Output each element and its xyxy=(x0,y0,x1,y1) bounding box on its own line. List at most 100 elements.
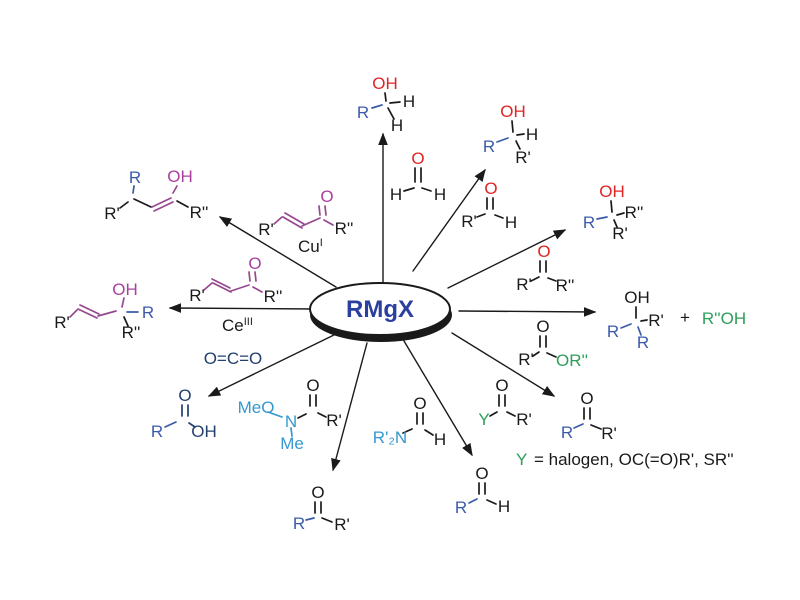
atom-label: H xyxy=(434,185,446,204)
atom-label: H xyxy=(390,185,402,204)
bond xyxy=(403,187,415,192)
bond xyxy=(297,413,307,419)
atom-label: MeO xyxy=(238,398,275,417)
arrow-to-secondary-alcohol xyxy=(412,168,486,272)
atom-label: OH xyxy=(191,422,217,441)
atom-label: H xyxy=(391,116,403,135)
bond xyxy=(389,101,401,104)
bond xyxy=(468,498,478,504)
atom-label: R' xyxy=(104,204,120,223)
structure-enol-product: R OH R' R'' xyxy=(104,167,208,223)
atom-label: R xyxy=(483,137,495,156)
atom-label: R xyxy=(583,213,595,232)
atom-label: H xyxy=(505,213,517,232)
structure-weinreb-ketone-product: O R R' xyxy=(293,483,350,534)
bond xyxy=(640,319,648,322)
atom-label: R'' xyxy=(264,287,283,306)
bond xyxy=(119,201,129,209)
atom-label: R'' xyxy=(190,203,209,222)
bond xyxy=(489,411,498,417)
bond xyxy=(284,212,305,225)
bond xyxy=(387,107,395,120)
atom-label: OH xyxy=(112,280,138,299)
bond xyxy=(273,216,283,225)
arrow-to-tertiary-alcohol xyxy=(447,229,567,289)
atom-label: R' xyxy=(189,286,205,305)
arrow-to-ester-product xyxy=(458,307,597,317)
bond xyxy=(97,310,117,317)
structure-ketone-reagent: O R' R'' xyxy=(516,242,574,295)
plus-sign: + xyxy=(680,308,690,327)
bond xyxy=(212,282,232,293)
structure-aldehyde-product: O R H xyxy=(455,464,510,517)
atom-label: R' xyxy=(612,224,628,243)
bond xyxy=(321,517,333,523)
bond xyxy=(494,214,504,219)
structure-primary-alcohol: OH R H H xyxy=(357,74,415,135)
structure-allylic-alcohol-product: OH R R' R'' xyxy=(54,280,154,342)
atom-label: R' xyxy=(515,148,531,167)
bond xyxy=(613,219,618,228)
atom-label: O xyxy=(320,187,333,206)
atom-label: O xyxy=(475,464,488,483)
atom-label: R xyxy=(607,322,619,341)
structure-tertiary-alcohol: OH R R'' R' xyxy=(583,182,644,243)
atom-label: R xyxy=(357,103,369,122)
arrow-to-allylic-alcohol-product xyxy=(168,303,316,313)
bond xyxy=(637,326,642,336)
bond xyxy=(301,217,321,227)
atom-label: OH xyxy=(624,288,650,307)
atom-label: R'' xyxy=(122,323,141,342)
atom-label: R'' xyxy=(625,203,644,222)
bond xyxy=(496,137,509,143)
structure-formamide-reagent: O R'₂N H xyxy=(373,394,446,449)
bond xyxy=(421,187,432,192)
atom-label: N xyxy=(285,412,297,431)
atom-label: R xyxy=(455,498,467,517)
bond xyxy=(254,271,257,282)
atom-label: R' xyxy=(601,424,617,443)
bond xyxy=(596,216,608,220)
bond xyxy=(77,308,98,319)
y-definition-note: Y = halogen, OC(=O)R', SR'' xyxy=(516,450,734,469)
arrow-to-carboxylic-acid xyxy=(207,333,337,397)
atom-label: R' xyxy=(516,410,532,429)
atom-label: R' xyxy=(54,313,70,332)
bond xyxy=(532,351,540,357)
atom-label: R' xyxy=(648,311,664,330)
bond xyxy=(69,309,78,318)
bond xyxy=(371,104,383,109)
structure-ester-reagent: O R' OR'' xyxy=(518,317,588,370)
structure-co2-reagent: O=C=O xyxy=(204,349,263,368)
atom-label: R xyxy=(293,514,305,533)
bond xyxy=(506,411,516,417)
atom-label: OH xyxy=(500,102,526,121)
bond xyxy=(164,421,177,428)
atom-label: OH xyxy=(372,74,398,93)
atom-label: R'₂N xyxy=(373,428,407,447)
bond xyxy=(546,352,557,358)
bond xyxy=(616,212,625,216)
bond xyxy=(132,185,135,194)
structure-carboxylic-acid: O R OH xyxy=(151,386,217,441)
cu-catalyst-label: CuI xyxy=(298,237,323,256)
atom-label: O xyxy=(311,483,324,502)
bond xyxy=(123,316,129,327)
bond xyxy=(516,133,525,136)
atom-label: R' xyxy=(326,411,342,430)
atom-label: O xyxy=(580,389,593,408)
structure-acyl-reagent: O Y R' xyxy=(478,376,531,429)
structure-formaldehyde: O H H xyxy=(390,149,446,204)
atom-label: O xyxy=(413,394,426,413)
atom-label: OR'' xyxy=(556,351,588,370)
bond xyxy=(547,277,557,282)
bond xyxy=(121,297,125,308)
bond xyxy=(620,323,632,329)
bond xyxy=(211,278,231,289)
bond xyxy=(267,411,283,418)
atom-label: R' xyxy=(258,220,274,239)
atom-label: H xyxy=(434,430,446,449)
bond xyxy=(590,424,602,430)
